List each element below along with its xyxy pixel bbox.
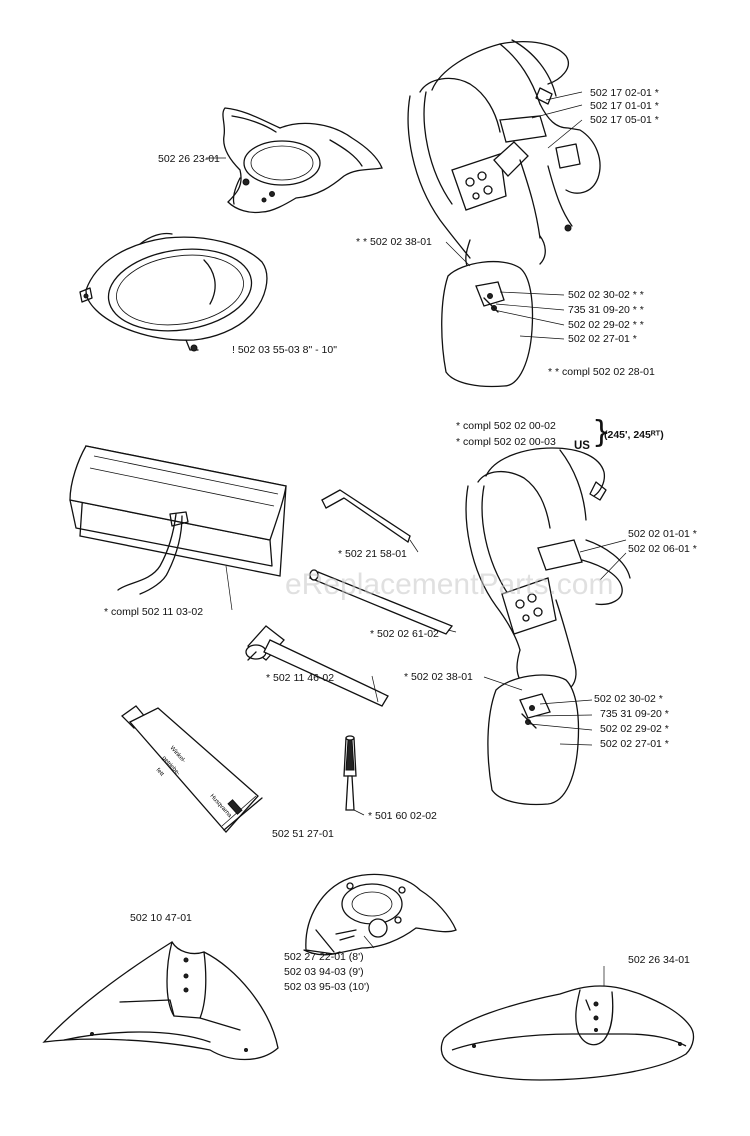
label-h2-f: 502 02 29-02 *	[600, 723, 669, 735]
grease-tube-drawing: Winkel- getriebe- fett Husqvarna	[120, 705, 263, 833]
label-h1-compl: * * compl 502 02 28-01	[548, 366, 655, 378]
watermark-text: eReplacementParts.com	[285, 568, 614, 601]
harness-lower-drawing	[465, 447, 631, 806]
label-grease-tube: 502 51 27-01	[272, 828, 334, 840]
label-h1-h: 502 02 27-01 *	[568, 333, 637, 345]
label-guard-left: 502 10 47-01	[130, 912, 192, 924]
harness-upper-drawing	[407, 39, 601, 388]
shield-bracket-drawing	[222, 107, 383, 214]
label-h2-e: 735 31 09-20 *	[600, 708, 669, 720]
tube-text-3: fett	[155, 767, 165, 777]
label-h2-g: 502 02 27-01 *	[600, 738, 669, 750]
label-compl-models: (245', 245ᴿᵀ)	[604, 429, 664, 441]
label-h1-a: 502 17 02-01 *	[590, 87, 659, 99]
label-pouch: * compl 502 11 03-02	[104, 606, 204, 618]
label-h1-d: * * 502 02 38-01	[356, 236, 432, 248]
label-h2-a: 502 02 01-01 *	[628, 528, 697, 540]
label-h1-e: 502 02 30-02 * *	[568, 289, 644, 301]
label-h2-d: 502 02 30-02 *	[594, 693, 663, 705]
label-h2-c: * 502 02 38-01	[404, 671, 473, 683]
label-compl-us: US	[574, 440, 590, 452]
label-h1-b: 502 17 01-01 *	[590, 100, 659, 112]
label-h1-c: 502 17 05-01 *	[590, 114, 659, 126]
combination-wrench-drawing	[245, 625, 389, 707]
label-h2-b: 502 02 06-01 *	[628, 543, 697, 555]
label-wrench: * 502 11 46-02	[266, 672, 335, 684]
guard-wide-drawing	[440, 985, 695, 1081]
locking-pin-drawing	[343, 735, 357, 811]
rod-drawing	[308, 569, 454, 635]
label-pin: * 501 60 02-02	[368, 810, 437, 822]
hex-key-drawing	[321, 489, 411, 543]
guard-middle-drawing	[303, 873, 457, 956]
label-h1-f: 735 31 09-20 * *	[568, 304, 644, 316]
label-rod: * 502 02 61-02	[370, 628, 439, 640]
ring-guard-drawing	[79, 232, 268, 352]
label-compl-1: * compl 502 02 00-02	[456, 420, 556, 432]
label-ring-guard: ! 502 03 55-03 8" - 10"	[232, 344, 337, 356]
label-shield-bracket: 502 26 23-01	[158, 153, 220, 165]
label-compl-2: * compl 502 02 00-03	[456, 436, 556, 448]
guard-cone-drawing	[42, 941, 279, 1061]
label-guard-right: 502 26 34-01	[628, 954, 690, 966]
label-guard-mid-1: 502 27 22-01 (8')	[284, 951, 364, 963]
label-compl-brace: }	[592, 415, 612, 450]
label-guard-mid-3: 502 03 95-03 (10')	[284, 981, 370, 993]
label-hex-key: * 502 21 58-01	[338, 548, 407, 560]
label-h1-g: 502 02 29-02 * *	[568, 319, 644, 331]
tool-pouch-drawing	[69, 445, 287, 595]
label-guard-mid-2: 502 03 94-03 (9')	[284, 966, 364, 978]
